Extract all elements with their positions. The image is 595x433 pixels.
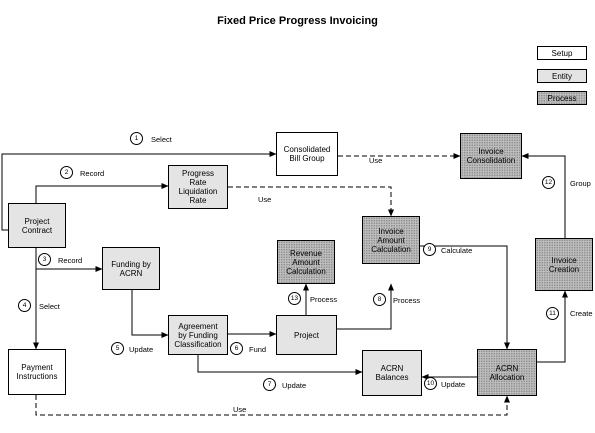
legend-setup: Setup (537, 46, 587, 60)
step-11-label: Create (570, 309, 593, 318)
step-8-marker: 8 (373, 293, 386, 306)
node-invoice-consolidation: Invoice Consolidation (460, 133, 522, 179)
step-3-marker: 3 (38, 253, 51, 266)
step-3-label: Record (58, 256, 83, 265)
step-12-marker: 12 (542, 176, 555, 189)
edge-record-progress-rate (35, 183, 169, 203)
step-6-label: Fund (249, 345, 267, 354)
node-consolidated-bill-group: Consolidated Bill Group (276, 132, 338, 176)
legend-entity: Entity (537, 69, 587, 83)
edge-use-payment (35, 395, 510, 416)
use-label-progress-rate: Use (258, 195, 272, 204)
step-2-label: Record (80, 169, 105, 178)
step-1-label: Select (151, 135, 172, 144)
step-7-label: Update (282, 381, 307, 390)
edge-create-invoice (537, 290, 568, 363)
step-5-label: Update (129, 345, 154, 354)
step-12-label: Group (570, 179, 591, 188)
step-4-marker: 4 (18, 299, 31, 312)
node-agreement-by-funding-classification: Agreement by Funding Classification (168, 315, 228, 355)
node-project: Project (276, 315, 337, 355)
step-5-marker: 5 (111, 342, 124, 355)
node-project-contract: Project Contract (8, 203, 66, 248)
node-revenue-amount-calculation: Revenue Amount Calculation (277, 240, 335, 284)
node-payment-instructions: Payment Instructions (8, 349, 66, 395)
node-progress-rate: Progress Rate Liquidation Rate (168, 165, 228, 209)
node-funding-by-acrn: Funding by ACRN (102, 247, 160, 290)
step-7-marker: 7 (263, 378, 276, 391)
step-9-marker: 9 (423, 243, 436, 256)
diagram-title: Fixed Price Progress Invoicing (217, 15, 378, 27)
node-acrn-balances: ACRN Balances (362, 350, 422, 396)
use-label-payment: Use (233, 405, 247, 414)
step-4-label: Select (39, 302, 60, 311)
node-acrn-allocation: ACRN Allocation (477, 349, 537, 396)
use-label-consolidation: Use (369, 156, 383, 165)
step-8-label: Process (393, 296, 421, 305)
step-2-marker: 2 (60, 166, 73, 179)
node-invoice-amount-calculation: Invoice Amount Calculation (362, 216, 420, 264)
step-1-marker: 1 (130, 132, 143, 145)
edge-update-balances (197, 355, 363, 375)
step-11-marker: 11 (546, 307, 559, 320)
step-10-marker: 10 (424, 377, 437, 390)
step-13-label: Process (310, 295, 338, 304)
edge-calculate-allocation (420, 245, 510, 350)
step-9-label: Calculate (441, 246, 473, 255)
step-10-label: Update (441, 380, 466, 389)
step-6-marker: 6 (230, 342, 243, 355)
edge-use-progress-rate (228, 186, 394, 217)
edge-process-invoice-amount (337, 283, 394, 330)
step-13-marker: 13 (288, 292, 301, 305)
legend-process: Process (537, 91, 587, 105)
node-invoice-creation: Invoice Creation (535, 238, 593, 291)
edge-select-bill-group (1, 151, 277, 231)
edge-update-agreement (131, 290, 169, 338)
edge-group-consolidation (521, 153, 566, 238)
